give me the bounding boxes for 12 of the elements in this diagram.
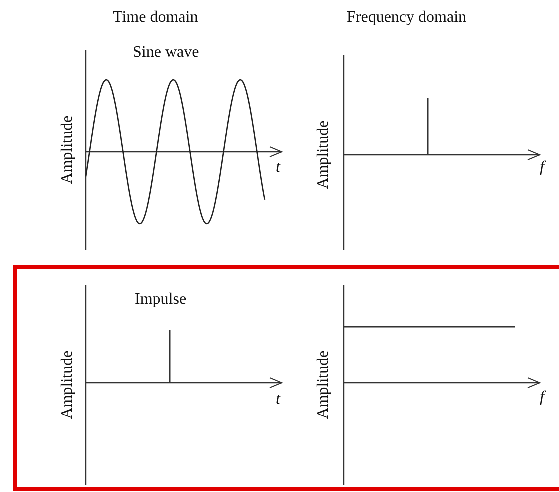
- axis-label: Amplitude: [316, 350, 332, 420]
- axis-label: f: [540, 390, 544, 406]
- axis-label: Amplitude: [60, 350, 76, 420]
- axis-label: Amplitude: [60, 116, 76, 184]
- axis-label: f: [540, 160, 544, 176]
- panel-title: Frequency domain: [347, 10, 467, 26]
- axis-label: t: [276, 160, 280, 176]
- wave-label: Impulse: [135, 292, 187, 308]
- axis-label: t: [276, 392, 280, 408]
- axis-label: Amplitude: [316, 120, 332, 190]
- wave-label: Sine wave: [133, 45, 200, 61]
- panel-title: Time domain: [113, 10, 198, 26]
